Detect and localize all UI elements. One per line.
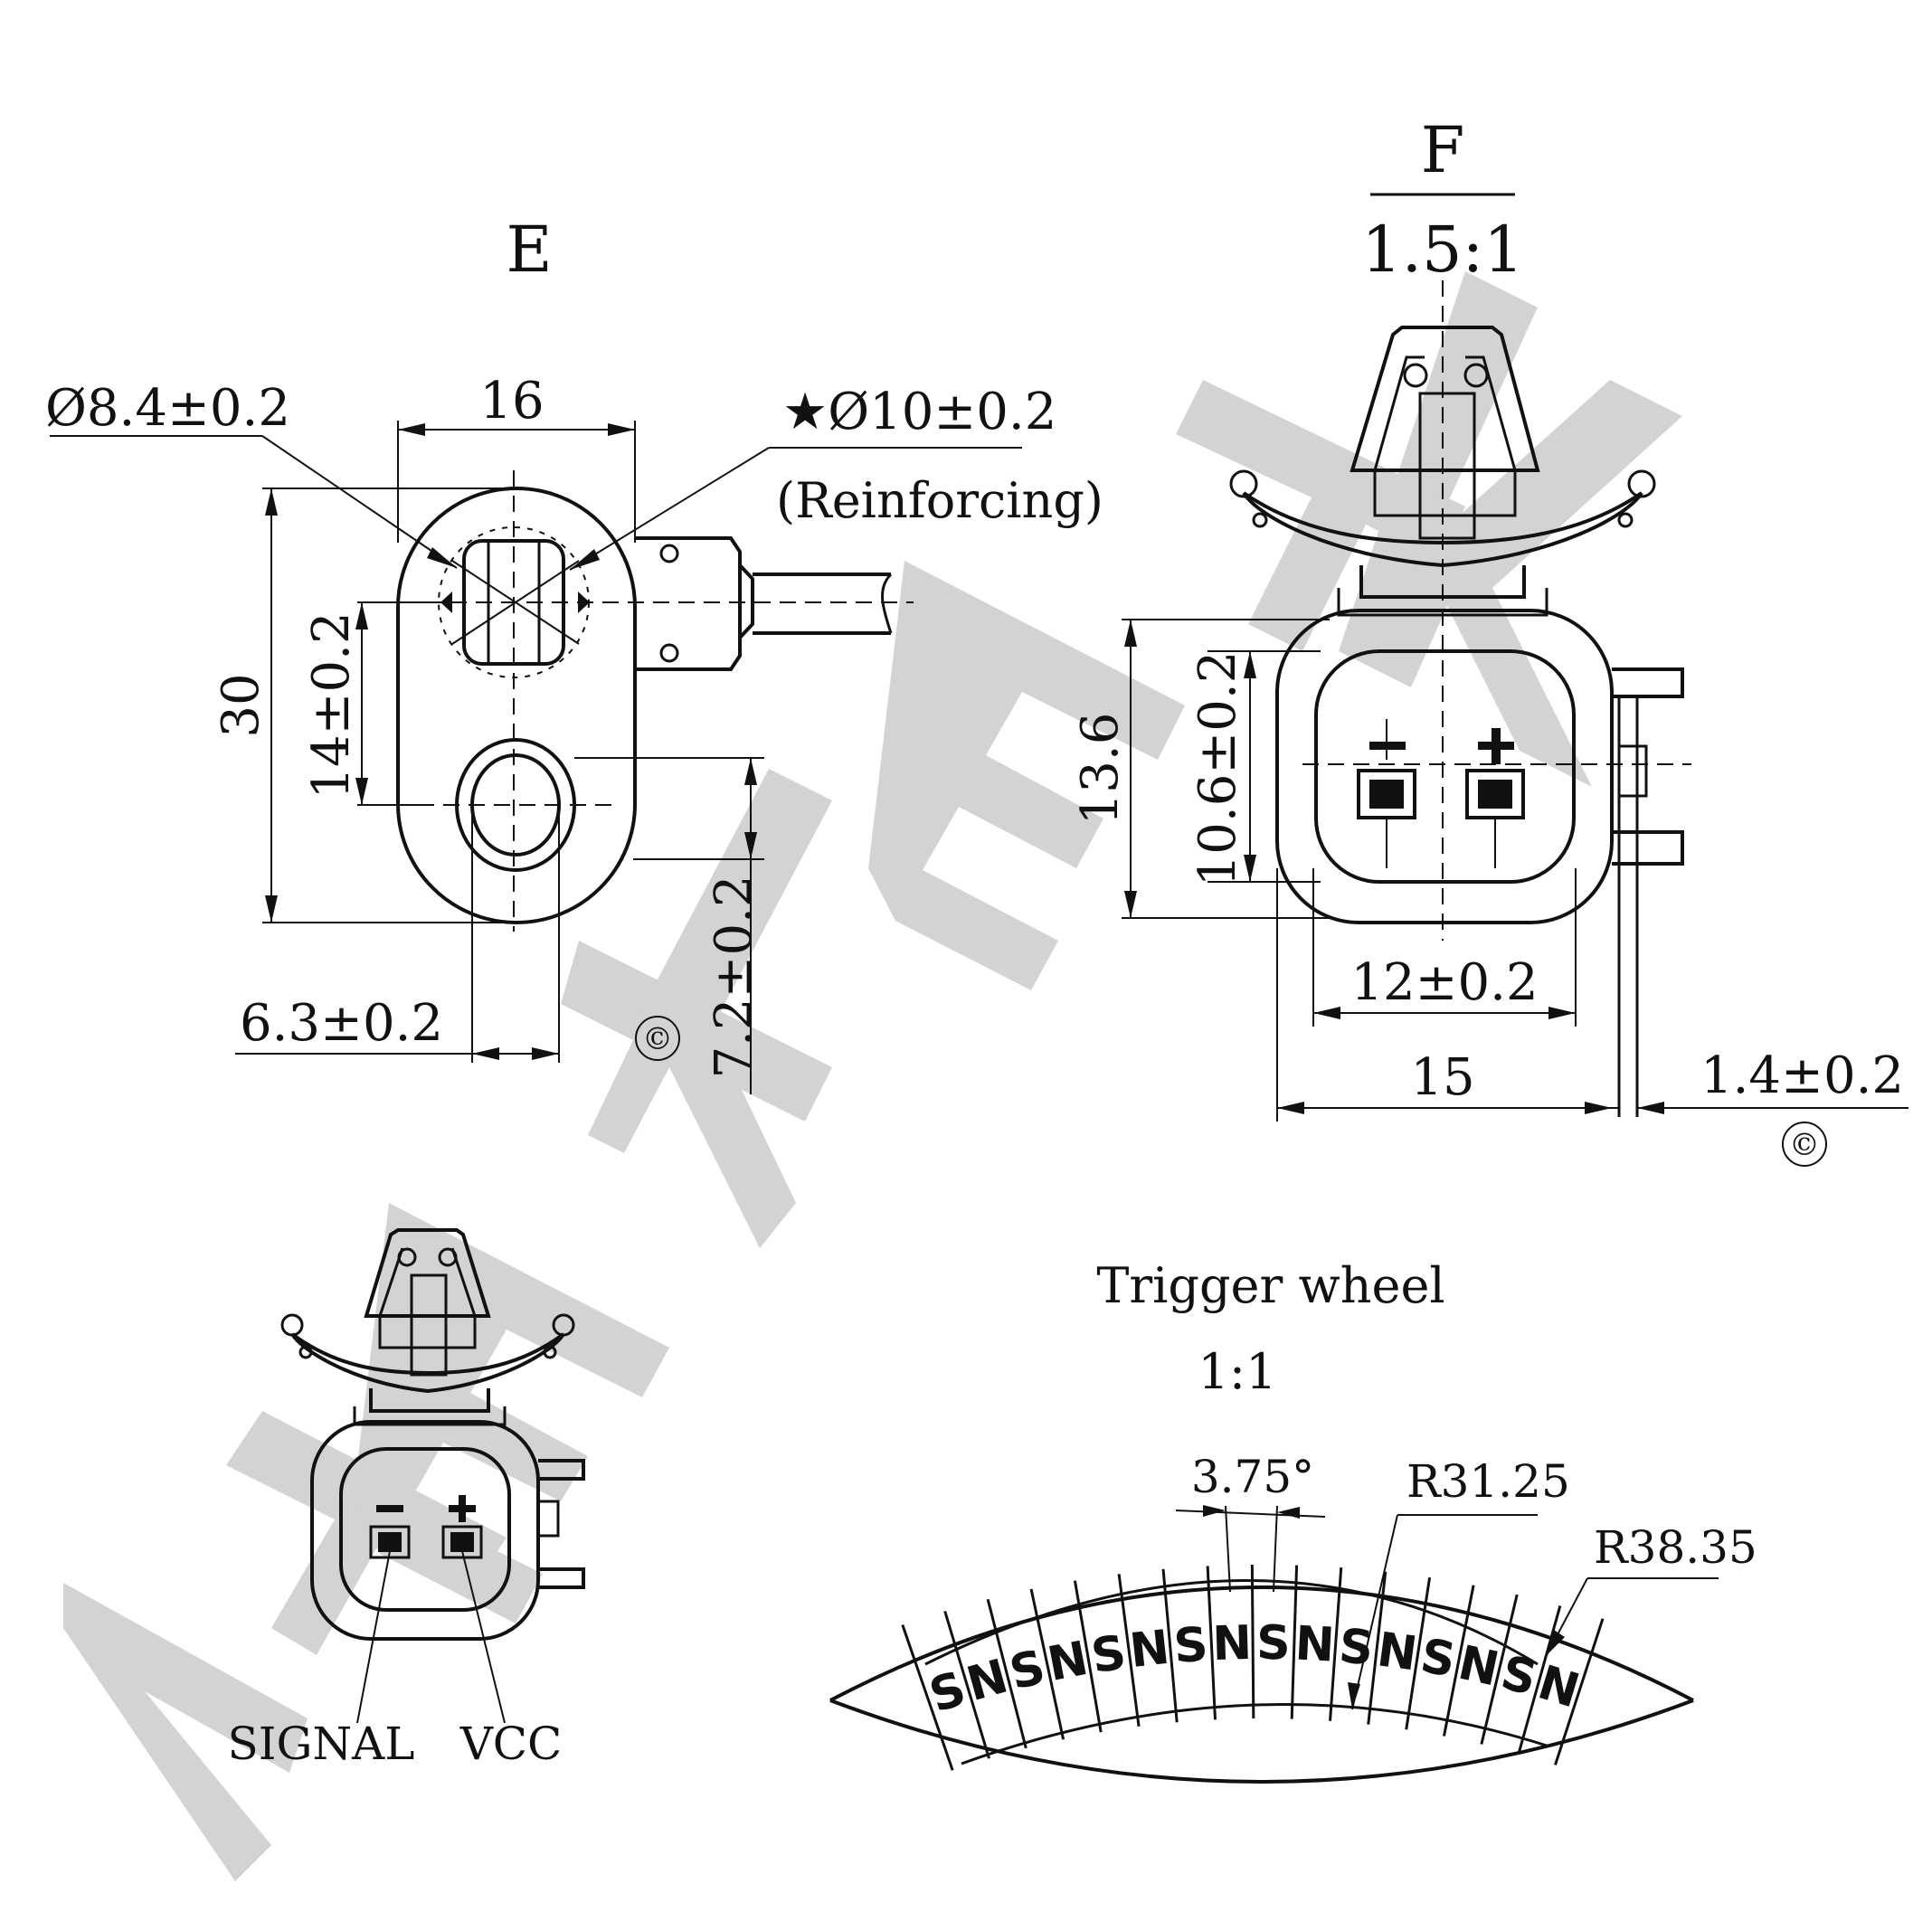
pole-divider	[1250, 1565, 1255, 1719]
pole-letter: S	[1172, 1617, 1210, 1673]
pole-divider	[1480, 1594, 1519, 1745]
connector-cavity	[1314, 649, 1576, 884]
wheel-inner-arc	[829, 1699, 1694, 1784]
pole-letter: S	[1256, 1616, 1291, 1671]
sensor-flange-outline	[396, 487, 637, 924]
trigger-wheel-title: Trigger wheel	[1096, 1257, 1444, 1314]
pole-letter: S	[1088, 1625, 1130, 1684]
pole-divider	[1443, 1585, 1475, 1737]
dim-width-15: 15	[1410, 1048, 1474, 1107]
pole-letter: N	[1212, 1616, 1253, 1671]
dim-pole-angle: 3.75°	[1191, 1451, 1314, 1503]
watermark	[63, 271, 1682, 1881]
pole-letter: S	[1416, 1629, 1459, 1689]
dim-clip-width: 1.4±0.2	[1700, 1046, 1904, 1105]
dim-height-13-6: 13.6	[1071, 713, 1130, 826]
pole-divider	[901, 1623, 954, 1771]
plus-mark-f-v	[1492, 728, 1501, 764]
pole-divider	[1554, 1618, 1605, 1765]
pin-minus	[1357, 769, 1416, 819]
minus-mark	[376, 1505, 403, 1512]
label-vcc: VCC	[459, 1718, 563, 1770]
pole-letter: N	[1127, 1621, 1172, 1679]
pole-divider	[1517, 1605, 1562, 1755]
pole-dividers	[901, 1565, 1605, 1771]
pole-divider	[1329, 1567, 1343, 1721]
pole-letter: N	[1293, 1616, 1336, 1672]
view-f: F 1.5:1	[1071, 113, 1908, 1167]
pole-divider	[1405, 1576, 1432, 1730]
wheel-outer-arc	[829, 1586, 1694, 1702]
dim-height-30: 30	[212, 673, 270, 737]
pole-divider	[1029, 1588, 1065, 1740]
pole-band-bottom	[961, 1703, 1548, 1765]
connector-pinout: SIGNAL VCC	[227, 1228, 585, 1770]
view-e-title: E	[506, 213, 552, 287]
pole-divider	[1367, 1571, 1387, 1725]
cable-housing	[635, 536, 742, 671]
dim-reinforcing-diameter: ★Ø10±0.2	[782, 383, 1056, 441]
dim-width-16: 16	[479, 372, 544, 431]
pole-divider	[1206, 1566, 1217, 1720]
critical-mark-e: ©	[642, 1021, 673, 1057]
reinforcing-note: (Reinforcing)	[776, 472, 1103, 529]
dim-inner-radius: R31.25	[1406, 1455, 1570, 1508]
pole-band-top	[924, 1579, 1539, 1666]
pole-divider	[1290, 1565, 1299, 1719]
dim-inner-width: 12±0.2	[1350, 953, 1538, 1012]
dim-slot-width: 6.3±0.2	[240, 994, 443, 1053]
pole-divider	[1117, 1574, 1141, 1727]
pole-divider	[1073, 1580, 1103, 1733]
connector-housing	[1275, 609, 1614, 924]
pole-letter: S	[1337, 1619, 1376, 1676]
pole-letter: N	[1374, 1623, 1420, 1681]
dim-hole-spacing: 14±0.2	[302, 611, 361, 799]
latch-outline	[1350, 326, 1540, 472]
dim-hole-diameter: Ø8.4±0.2	[45, 379, 290, 438]
view-f-scale: 1.5:1	[1361, 213, 1523, 287]
pole-divider	[1161, 1568, 1179, 1723]
pin-plus	[1465, 769, 1525, 819]
pole-letter: N	[961, 1650, 1014, 1712]
trigger-wheel-scale: 1:1	[1198, 1343, 1277, 1400]
dim-outer-radius: R38.35	[1594, 1521, 1757, 1574]
critical-mark-f: ©	[1789, 1127, 1820, 1163]
plus-mark-v	[459, 1495, 466, 1522]
dim-offset: 7.2±0.2	[705, 875, 763, 1078]
view-f-title: F	[1421, 113, 1465, 187]
label-signal: SIGNAL	[227, 1718, 414, 1770]
pole-divider	[943, 1610, 990, 1759]
pole-letter: N	[1532, 1656, 1586, 1719]
view-e: E 16 Ø8.4±0.	[45, 213, 1103, 1094]
dim-inner-height: 10.6±0.2	[1189, 651, 1247, 887]
pole-divider	[986, 1598, 1028, 1749]
